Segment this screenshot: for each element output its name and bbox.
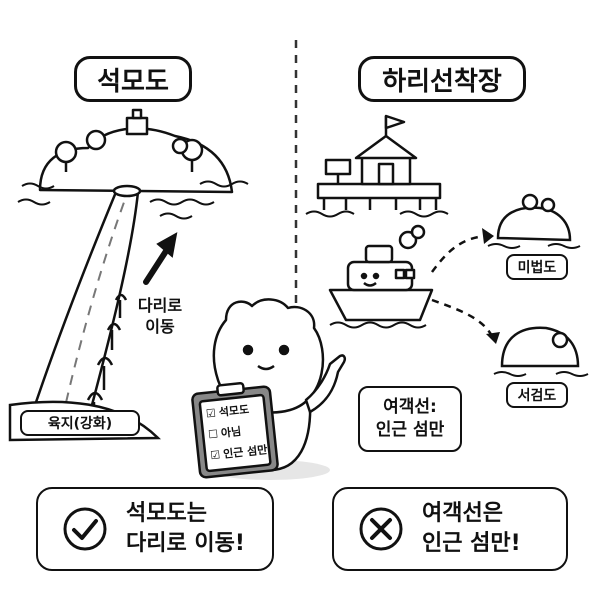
seokmodo-island [38,108,234,194]
checkbox-empty-icon: ☐ [207,426,219,441]
water-waves-right [305,210,449,218]
ferry-note-line1: 여객선: [383,397,437,418]
island-seogeomdo-label: 서검도 [506,382,568,408]
ferry-boat [328,224,434,322]
route-arrows [430,234,494,337]
island-seogeomdo [500,326,580,368]
island-mibeopdo [496,193,572,242]
bottom-box-wrong: 여객선은 인근 섬만! [332,487,568,571]
bottom-correct-line1: 석모도는 [126,501,207,527]
arrow-note-line1: 다리로 [137,296,183,315]
up-arrow-icon [143,232,178,285]
checkbox-checked-icon: ☑ [209,447,221,462]
bottom-correct-text: 석모도는 다리로 이동! [126,499,245,558]
pier-building [316,114,442,210]
bottom-wrong-line2: 인근 섬만! [422,531,521,556]
bottom-correct-line2: 다리로 이동! [126,531,245,556]
ferry-note-line2: 인근 섬만 [375,420,445,440]
water-waves-left [17,180,249,220]
check-circle-icon [63,507,107,551]
arrow-note-line2: 이동 [145,316,175,336]
arrow-note: 다리로 이동 [120,296,200,338]
checklist-item-label: 아님 [220,424,242,440]
mainland-label: 육지(강화) [20,410,140,436]
checkbox-checked-icon: ☑ [205,405,217,420]
island-mibeopdo-label: 미법도 [506,254,568,280]
bottom-wrong-text: 여객선은 인근 섬만! [422,499,521,558]
bottom-box-correct: 석모도는 다리로 이동! [36,487,274,571]
route-arrow-head-2 [486,332,500,344]
water-waves-boat [329,321,427,329]
ferry-note: 여객선: 인근 섬만 [358,386,462,452]
bridge [28,184,142,422]
x-circle-icon [359,507,403,551]
checklist-item-label: 석모도 [218,402,250,420]
checklist-item: ☐ 아님 [207,420,272,443]
clipboard [191,381,279,479]
title-hari-pier: 하리선착장 [358,56,526,102]
clipboard-checklist: ☑ 석모도 ☐ 아님 ☑ 인근 섬만 [205,399,275,463]
title-seokmodo: 석모도 [74,56,192,102]
route-arrow-head-1 [482,228,494,244]
bottom-wrong-line1: 여객선은 [422,501,503,527]
